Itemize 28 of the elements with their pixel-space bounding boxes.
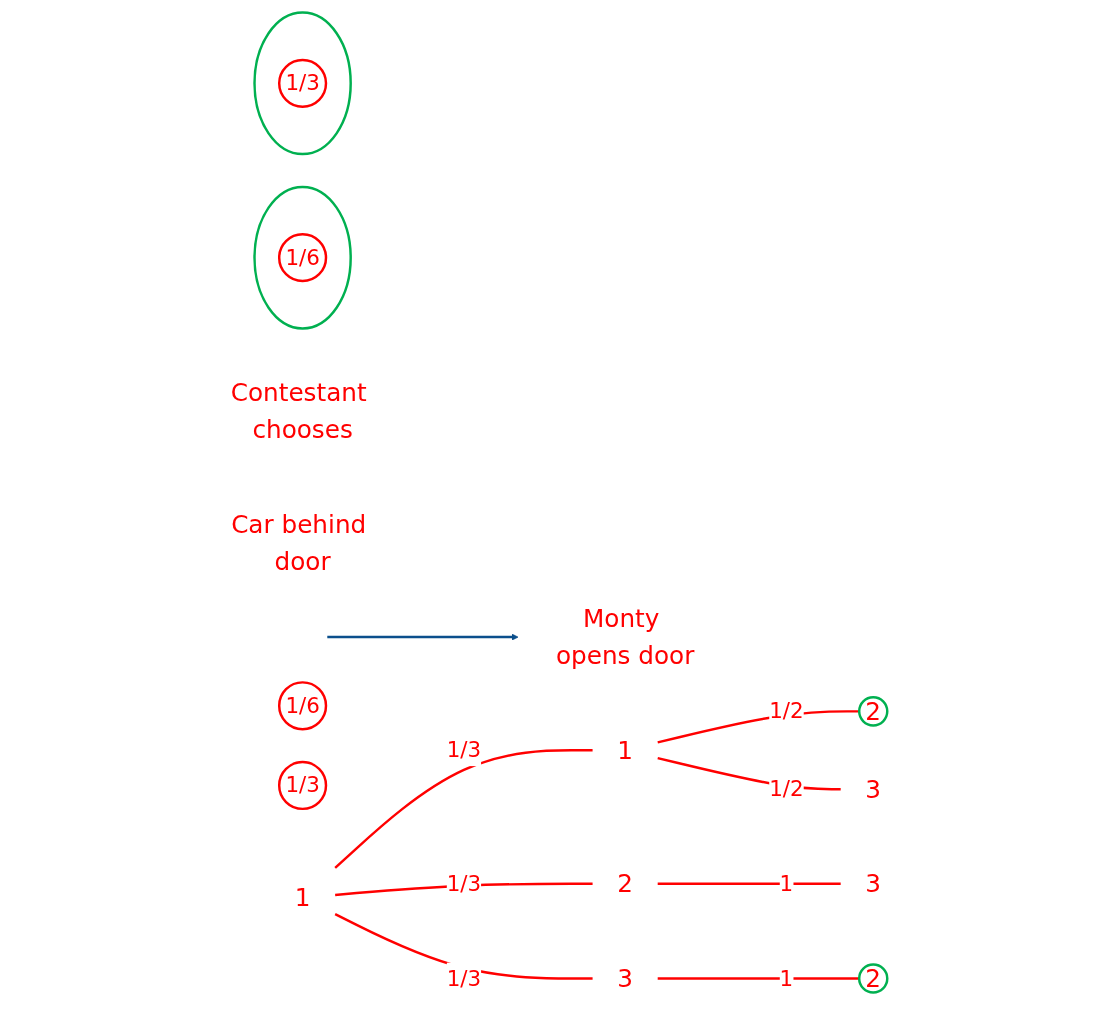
node-text: 3 <box>617 963 634 993</box>
cluster <box>253 10 353 155</box>
connector <box>658 882 841 885</box>
arrow <box>327 633 519 641</box>
node-text: Car behind door <box>231 509 367 575</box>
edge-label: 1/2 <box>769 775 804 801</box>
node-circle: 1/3 <box>278 58 328 108</box>
edge-label: 1 <box>779 870 794 896</box>
node-text: 3 <box>865 774 882 804</box>
connector <box>334 748 593 869</box>
node-text: 3 <box>865 868 882 898</box>
edge-label: 1/3 <box>446 737 482 762</box>
node-circle: 1/6 <box>278 232 328 282</box>
edge-label: 1/3 <box>446 965 482 990</box>
connector <box>658 976 860 980</box>
edge-label: 1 <box>779 965 794 990</box>
node-text: 1 <box>617 735 634 765</box>
node-circle: 1/3 <box>278 760 328 810</box>
node-circle: 2 <box>858 962 889 994</box>
node-text: Contestant chooses <box>231 377 367 444</box>
node-circle: 2 <box>858 695 889 727</box>
edge-label: 1/3 <box>446 870 482 896</box>
node-text: 2 <box>617 868 634 898</box>
edge-label: 1/2 <box>769 698 804 723</box>
node-text: Monty opens door <box>556 603 695 670</box>
node-circle: 1/6 <box>278 680 328 730</box>
cluster <box>253 185 353 330</box>
node-text: 1 <box>295 882 311 912</box>
